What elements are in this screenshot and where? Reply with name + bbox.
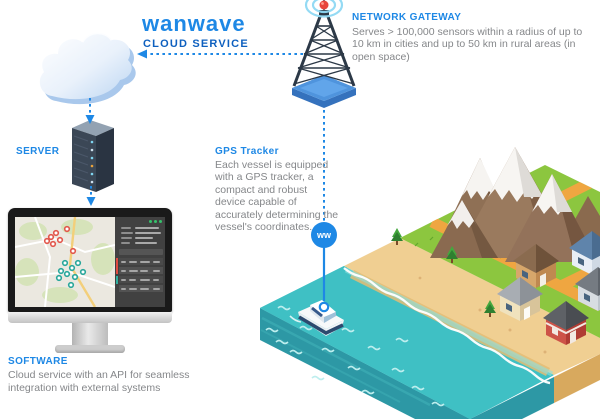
gps-tracker-description: Each vessel is equipped with a GPS track… [215, 159, 339, 234]
server-leds [90, 140, 94, 184]
mountain-front-left [430, 200, 498, 258]
radio-tower-icon [292, 0, 356, 108]
server-vents [73, 135, 89, 182]
window-dots-icon [149, 220, 162, 223]
panel-table-row [119, 285, 163, 292]
houses [497, 231, 600, 345]
beacon-highlight [321, 2, 324, 5]
map-view [15, 217, 115, 307]
house-blue [569, 231, 600, 275]
pine-tree [446, 246, 458, 263]
wave-marks [265, 305, 445, 407]
brand-title: wanwave [142, 11, 246, 36]
panel-table-row [119, 267, 163, 274]
house-tan [513, 244, 559, 288]
boat-icon [289, 300, 344, 336]
panel-table-header [119, 249, 163, 255]
arrow-down-icon [86, 197, 96, 206]
desktop-monitor-icon [8, 206, 172, 358]
tracker-badge: ww [311, 222, 337, 248]
arrow-left-icon [137, 49, 147, 59]
cloud-icon [39, 31, 136, 105]
tower-base [292, 75, 356, 108]
monitor-screen [15, 217, 165, 307]
panel-table-row [119, 276, 163, 283]
network-gateway-label: NETWORK GATEWAY [352, 12, 462, 23]
tower-lattice [292, 13, 356, 87]
gps-tracker-label: GPS Tracker [215, 146, 279, 157]
server-rack-icon [72, 120, 114, 192]
house-cream [497, 277, 543, 321]
beach [344, 238, 600, 375]
map-highway [68, 217, 97, 307]
map-markers-teal [55, 259, 87, 289]
alert-accent-red [116, 258, 118, 274]
cloud-service-label: CLOUD SERVICE [143, 38, 249, 50]
monitor-chin [8, 312, 172, 323]
pine-trees [391, 228, 496, 317]
network-gateway-description: Serves > 100,000 sensors within a radius… [352, 26, 583, 63]
house-red [543, 301, 589, 345]
monitor-stand [72, 323, 108, 346]
software-description: Cloud service with an API for seamless i… [8, 369, 190, 394]
shore-foam [343, 267, 551, 385]
gps-ring-icon [318, 301, 330, 313]
monitor-frame [8, 208, 172, 312]
panel-table-row [119, 258, 163, 265]
monitor-base [55, 345, 125, 353]
map-markers-red [43, 225, 77, 255]
side-panel [115, 217, 165, 307]
map-roads [15, 217, 115, 307]
arrow-down-icon [85, 115, 95, 124]
server-label: SERVER [16, 146, 60, 157]
tracker-badge-label: ww [316, 230, 331, 240]
status-accent-teal [116, 276, 118, 284]
pine-tree [391, 228, 403, 245]
pine-tree [484, 300, 496, 317]
sand-speckles [418, 276, 547, 354]
map-parks [15, 219, 115, 303]
software-label: SOFTWARE [8, 356, 68, 367]
signal-rings-icon [304, 0, 344, 18]
